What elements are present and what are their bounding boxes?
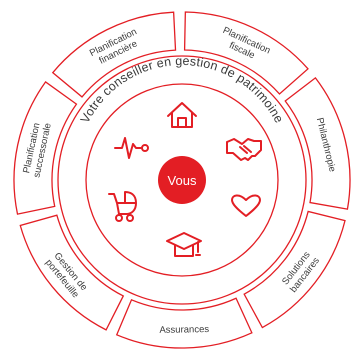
segment-2 xyxy=(183,11,309,95)
segment-0 xyxy=(13,81,78,215)
handshake-icon xyxy=(226,138,262,161)
graduation-cap-icon xyxy=(166,232,202,257)
segment-3 xyxy=(284,76,351,210)
segment-label-5: Assurances xyxy=(159,324,209,336)
segment-label-line: Assurances xyxy=(159,324,209,336)
center-label: Vous xyxy=(168,173,197,188)
heartbeat-icon xyxy=(114,137,149,159)
heart-icon xyxy=(231,194,261,217)
segment-4 xyxy=(243,210,346,329)
segment-6 xyxy=(19,214,125,331)
center-circle xyxy=(158,156,206,204)
segment-5 xyxy=(115,297,253,349)
house-icon xyxy=(167,102,197,128)
outer-segments: PlanificationsuccessoralePlanificationfi… xyxy=(13,11,351,349)
baby-stroller-icon xyxy=(108,191,137,222)
segment-1 xyxy=(51,11,177,98)
